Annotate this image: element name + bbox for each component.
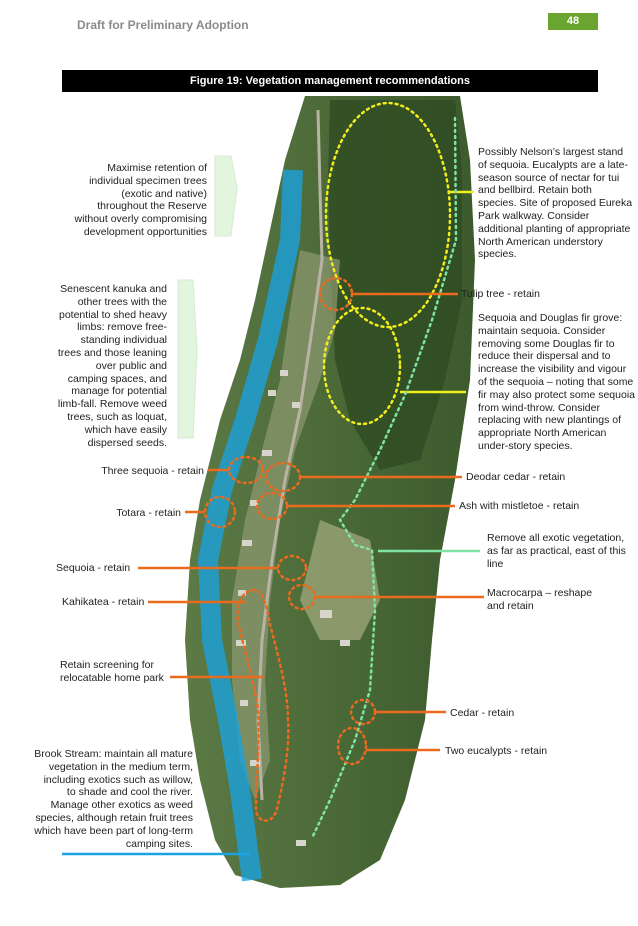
maximise-arrow [214,155,238,237]
three-sequoia-label: Three sequoia - retain [101,465,204,477]
sequoia-label: Sequoia - retain [56,562,131,574]
two-eucalypts-label: Two eucalypts - retain [445,745,548,757]
sequoia-forest-area [328,100,462,470]
exotic-removal-note: Remove all exotic vegetation, as far as … [487,532,626,570]
two-eucalypts-circle [336,726,368,766]
deodar-cedar-label: Deodar cedar - retain [466,471,566,483]
tulip-tree-label: Tulip tree - retain [461,288,540,300]
sequoia-circle [276,554,308,582]
figure-title: Figure 19: Vegetation management recomme… [62,70,598,92]
brook-stream-note: Brook Stream: maintain all mature vegeta… [34,748,193,850]
macrocarpa-label: Macrocarpa – reshape and retain [487,587,593,612]
maximise-retention-note: Maximise retention of individual specime… [74,162,207,238]
kahikatea-screening-outline [236,588,290,822]
buildings [236,370,350,846]
exotic-removal-line [310,116,458,840]
document-header-title: Draft for Preliminary Adoption [77,18,249,32]
ash-mistletoe-label: Ash with mistletoe - retain [459,500,580,512]
open-ground-area [232,250,340,800]
grove-note: Sequoia and Douglas fir grove: maintain … [478,312,635,452]
callout-leaders [138,292,484,752]
cedar-label: Cedar - retain [450,707,515,719]
senescent-trees-note: Senescent kanuka and other trees with th… [57,283,167,449]
senescent-arrow [177,279,198,439]
sequoia-douglas-fir-grove-boundary [322,306,402,426]
sequoia-stand-boundary [324,101,452,329]
brook-stream-band [198,169,303,882]
road [256,109,324,801]
page-number-badge: 48 [548,13,598,30]
kahikatea-label: Kahikatea - retain [62,596,145,608]
totara-label: Totara - retain [116,507,181,519]
sequoia-stand-note: Possibly Nelson’s largest stand of sequo… [478,146,633,261]
screening-note: Retain screening for relocatable home pa… [60,659,164,684]
